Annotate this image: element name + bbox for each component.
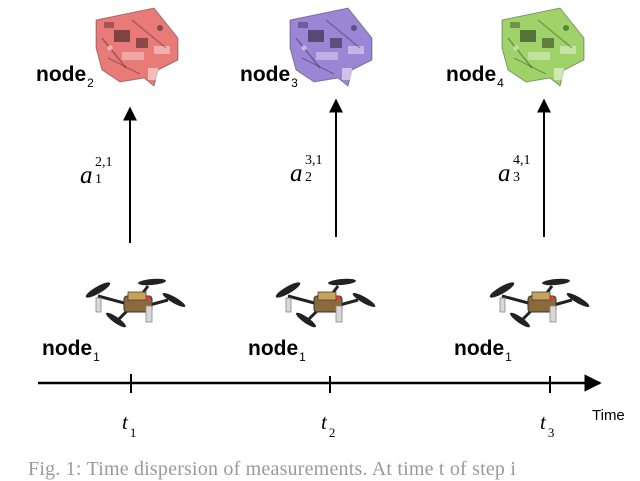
- drone-icon-3: [486, 276, 593, 331]
- board-icon-node-3: [289, 7, 373, 87]
- figure-caption: Fig. 1: Time dispersion of measurements.…: [28, 458, 517, 480]
- time-axis-label: Time: [592, 407, 625, 424]
- node-label-top-1: node2: [36, 63, 94, 90]
- node-label-bottom-3: node1: [454, 337, 512, 364]
- drone-icon-2: [272, 276, 379, 331]
- board-icon-node-2: [95, 7, 179, 87]
- node-label-bottom-2: node1: [248, 337, 306, 364]
- board-icon-node-4: [501, 7, 585, 87]
- drone-icon-1: [82, 276, 189, 331]
- node-label-top-2: node3: [240, 63, 298, 90]
- node-label-bottom-1: node1: [42, 337, 100, 364]
- node-label-top-3: node4: [446, 63, 504, 90]
